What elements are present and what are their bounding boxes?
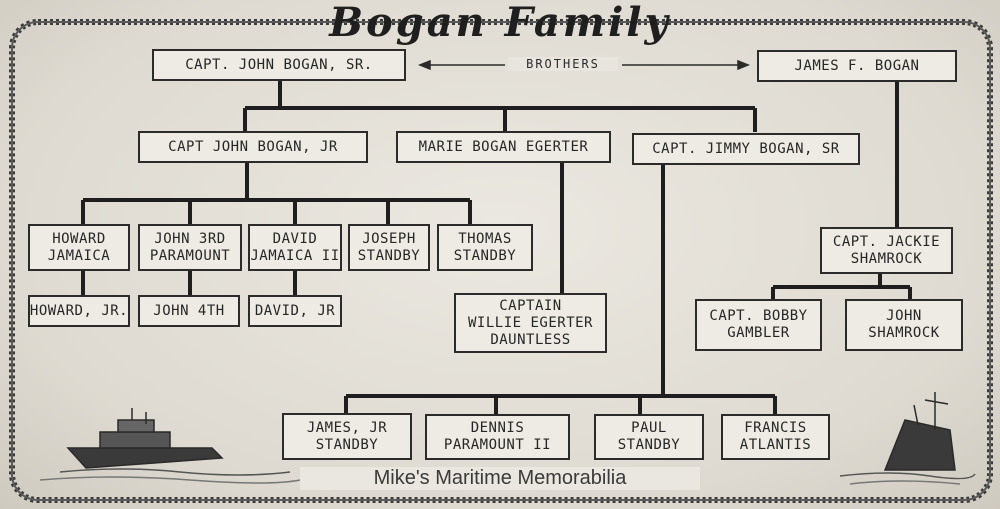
person-paul-standby: PAUL STANDBY	[594, 414, 704, 460]
person-name-line: CAPT. JACKIE	[832, 233, 941, 250]
person-name-line: DENNIS	[470, 420, 525, 436]
person-name-line: JAMES, JR	[306, 419, 388, 436]
person-name-line: DAVID, JR	[254, 302, 336, 319]
person-james-jr-standby: JAMES, JR STANDBY	[282, 413, 412, 460]
person-capt-john-bogan-jr: CAPT JOHN BOGAN, JR	[138, 131, 368, 163]
brothers-label: BROTHERS	[508, 57, 618, 71]
connector-lines	[81, 80, 912, 414]
person-boat-line: DAUNTLESS	[490, 331, 571, 348]
right-boat-sketch	[839, 392, 976, 485]
person-boat-line: PARAMOUNT	[149, 247, 231, 264]
person-capt-jimmy-bogan-sr: CAPT. JIMMY BOGAN, SR	[632, 133, 860, 165]
person-name-line: THOMAS	[458, 230, 512, 247]
person-name-line: PAUL	[631, 420, 667, 436]
person-joseph-standby: JOSEPH STANDBY	[348, 224, 430, 271]
person-david-jr: DAVID, JR	[248, 295, 342, 327]
person-john-3rd-paramount: JOHN 3RD PARAMOUNT	[138, 224, 242, 271]
person-name-line: WILLIE EGERTER	[467, 314, 593, 331]
person-name-line: DAVID	[272, 230, 318, 247]
person-david-jamaica-ii: DAVID JAMAICA II	[248, 224, 342, 271]
person-name-line: MARIE BOGAN EGERTER	[418, 138, 589, 155]
person-name-line: JOSEPH	[362, 230, 416, 247]
person-name-line: JAMES F. BOGAN	[794, 57, 920, 74]
person-name-line: JOHN 3RD	[154, 230, 226, 247]
left-boat-sketch	[39, 408, 301, 484]
person-name-line: JOHN 4TH	[153, 302, 225, 319]
person-howard-jr: HOWARD, JR.	[28, 295, 130, 327]
person-capt-john-bogan-sr: CAPT. JOHN BOGAN, SR.	[152, 49, 406, 81]
person-captain-willie-egerter: CAPTAIN WILLIE EGERTER DAUNTLESS	[454, 293, 607, 353]
person-howard-jamaica: HOWARD JAMAICA	[28, 224, 130, 271]
person-boat-line: JAMAICA	[47, 247, 111, 264]
watermark-text: Mike's Maritime Memorabilia	[300, 467, 700, 490]
person-name-line: CAPT. BOBBY	[709, 308, 808, 324]
person-capt-jackie-shamrock: CAPT. JACKIE SHAMROCK	[820, 227, 953, 274]
person-boat-line: STANDBY	[617, 437, 681, 453]
person-name-line: CAPT. JOHN BOGAN, SR.	[185, 56, 373, 73]
person-name-line: HOWARD, JR.	[29, 302, 129, 319]
person-boat-line: PARAMOUNT II	[443, 437, 552, 453]
person-boat-line: STANDBY	[453, 247, 517, 264]
person-boat-line: STANDBY	[357, 247, 421, 264]
person-marie-bogan-egerter: MARIE BOGAN EGERTER	[396, 131, 611, 163]
person-boat-line: GAMBLER	[727, 325, 790, 341]
person-name-line: FRANCIS	[744, 420, 807, 436]
person-boat-line: SHAMROCK	[850, 250, 923, 267]
person-name-line: JOHN	[886, 308, 922, 324]
person-name-line: CAPT. JIMMY BOGAN, SR	[652, 140, 840, 157]
person-john-4th: JOHN 4TH	[138, 295, 240, 327]
person-boat-line: STANDBY	[315, 436, 379, 453]
person-thomas-standby: THOMAS STANDBY	[437, 224, 533, 271]
person-john-shamrock: JOHN SHAMROCK	[845, 299, 963, 351]
chart-title: Bogan Family	[329, 0, 671, 46]
person-title-line: CAPTAIN	[499, 297, 562, 314]
person-boat-line: ATLANTIS	[739, 437, 812, 453]
person-dennis-paramount-ii: DENNIS PARAMOUNT II	[425, 414, 570, 460]
person-boat-line: JAMAICA II	[250, 247, 340, 264]
person-capt-bobby-gambler: CAPT. BOBBY GAMBLER	[695, 299, 822, 351]
person-name-line: HOWARD	[52, 230, 106, 247]
person-james-f-bogan: JAMES F. BOGAN	[757, 50, 957, 82]
brothers-arrow	[417, 59, 751, 71]
rope-border-core	[11, 21, 991, 501]
person-name-line: CAPT JOHN BOGAN, JR	[168, 138, 338, 155]
person-francis-atlantis: FRANCIS ATLANTIS	[721, 414, 830, 460]
person-boat-line: SHAMROCK	[868, 325, 940, 341]
